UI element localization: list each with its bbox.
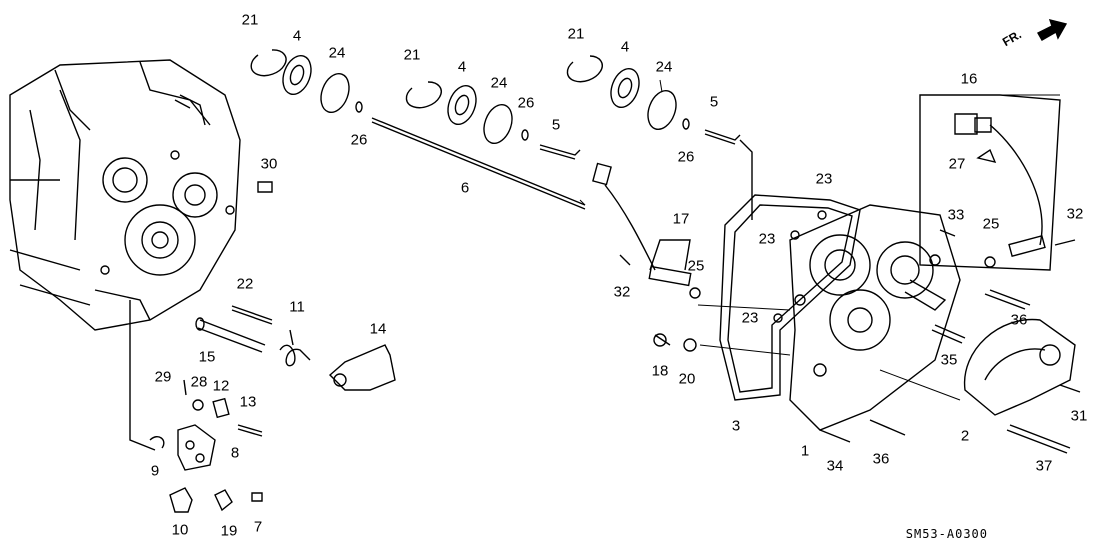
callout: 27 — [948, 155, 966, 173]
callout: 31 — [1070, 407, 1088, 425]
callout: 24 — [490, 74, 508, 92]
callout: 5 — [551, 116, 561, 134]
callout: 26 — [517, 94, 535, 112]
callout: 12 — [212, 377, 230, 395]
callout: 15 — [198, 348, 216, 366]
callout: 6 — [460, 179, 470, 197]
callout: 21 — [567, 25, 585, 43]
transmission-housing — [10, 60, 240, 330]
callout: 2 — [960, 427, 970, 445]
callout: 24 — [328, 44, 346, 62]
diagram-code: SM53-A0300 — [905, 527, 988, 541]
front-arrow-icon — [1038, 20, 1066, 40]
callout: 26 — [677, 148, 695, 166]
shaft-6 — [372, 118, 585, 209]
callout: 17 — [672, 210, 690, 228]
callout: 28 — [190, 373, 208, 391]
callout: 13 — [239, 393, 257, 411]
callout: 3 — [731, 417, 741, 435]
side-cover-1 — [790, 205, 960, 430]
callout: 1 — [800, 442, 810, 460]
bolts — [620, 211, 1080, 453]
callout: 22 — [236, 275, 254, 293]
seal-set-3 — [567, 56, 689, 133]
sensor-17 — [593, 163, 691, 285]
callout: 21 — [241, 11, 259, 29]
callout: 16 — [960, 70, 978, 88]
end-cover-2 — [965, 320, 1075, 415]
shafts-15-22 — [196, 306, 272, 352]
callout: 34 — [826, 457, 844, 475]
callout: 29 — [154, 368, 172, 386]
callout: 11 — [289, 298, 305, 316]
seal-set-2 — [406, 82, 528, 147]
callout: 14 — [369, 320, 387, 338]
callout: 36 — [872, 450, 890, 468]
callout: 25 — [687, 257, 705, 275]
callout: 24 — [655, 58, 673, 76]
callout: 9 — [150, 462, 160, 480]
callout: 32 — [613, 283, 631, 301]
callout: 4 — [620, 38, 630, 56]
callout: 4 — [292, 27, 302, 45]
callout: 18 — [651, 362, 669, 380]
callout: 23 — [741, 309, 759, 327]
leader-lines — [580, 80, 1060, 400]
callout: 26 — [350, 131, 368, 149]
callout: 8 — [230, 444, 240, 462]
callout: 30 — [260, 155, 278, 173]
gasket-3 — [720, 195, 860, 400]
callout: 32 — [1066, 205, 1084, 223]
callout: 35 — [940, 351, 958, 369]
callout: 7 — [253, 518, 263, 536]
callout: 19 — [220, 522, 238, 540]
callout: 21 — [403, 46, 421, 64]
callout: 25 — [982, 215, 1000, 233]
sensor-16 — [920, 95, 1060, 270]
callout: 23 — [815, 170, 833, 188]
callout: 5 — [709, 93, 719, 111]
pins-5 — [540, 130, 752, 220]
callout: 10 — [171, 521, 189, 539]
callout: 37 — [1035, 457, 1053, 475]
lever-14 — [330, 345, 395, 390]
seal-set-1 — [251, 50, 362, 116]
dowel-30 — [258, 182, 272, 192]
callout: 23 — [758, 230, 776, 248]
small-parts-lower — [130, 300, 262, 512]
callout: 4 — [457, 58, 467, 76]
callout: 20 — [678, 370, 696, 388]
callout: 33 — [947, 206, 965, 224]
callout: 36 — [1010, 311, 1028, 329]
spring-11 — [280, 330, 310, 366]
